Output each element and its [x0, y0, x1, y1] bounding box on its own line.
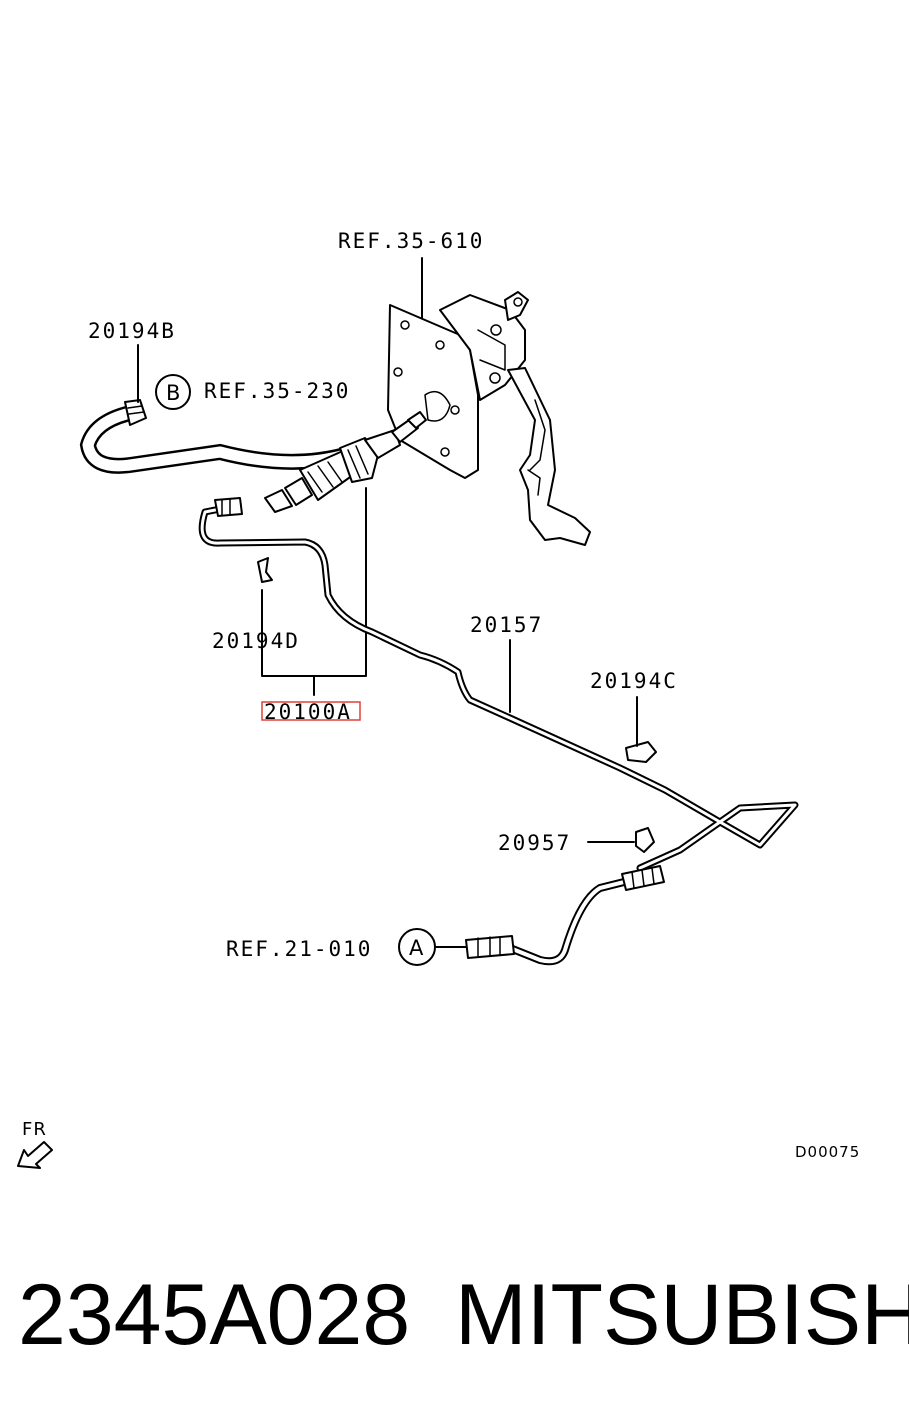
fr-label: FR: [22, 1119, 47, 1140]
circle-a-letter: A: [409, 936, 424, 960]
part-20194C-label: 20194C: [590, 669, 678, 693]
circle-b-marker: [155, 374, 191, 410]
part-20157-label: 20157: [470, 613, 543, 637]
ref-21-010-label: REF.21-010: [226, 937, 372, 961]
ref-35-610-label: REF.35-610: [338, 229, 484, 253]
ref-35-230-label: REF.35-230: [204, 379, 350, 403]
clip-20194D: [257, 557, 273, 583]
clip-20957: [635, 827, 655, 853]
part-20194D-label: 20194D: [212, 629, 300, 653]
front-arrow-icon: [17, 1141, 53, 1169]
brand-name: MITSUBISHI: [455, 1267, 909, 1363]
part-number: 2345A028: [18, 1267, 411, 1363]
clutch-pipe: [198, 497, 799, 966]
reservoir-hose: [79, 399, 353, 474]
clutch-master-cylinder: [264, 411, 427, 513]
part-20957-label: 20957: [498, 831, 571, 855]
highlight-box-20100A: [261, 701, 361, 721]
diagram-code: D00075: [795, 1143, 860, 1161]
footer: 2345A028 MITSUBISHI: [0, 1265, 909, 1385]
clamp-20194C: [625, 741, 657, 763]
circle-b-letter: B: [166, 381, 180, 405]
part-20100A-label[interactable]: 20100A: [264, 700, 352, 724]
part-20194B-label: 20194B: [88, 319, 176, 343]
